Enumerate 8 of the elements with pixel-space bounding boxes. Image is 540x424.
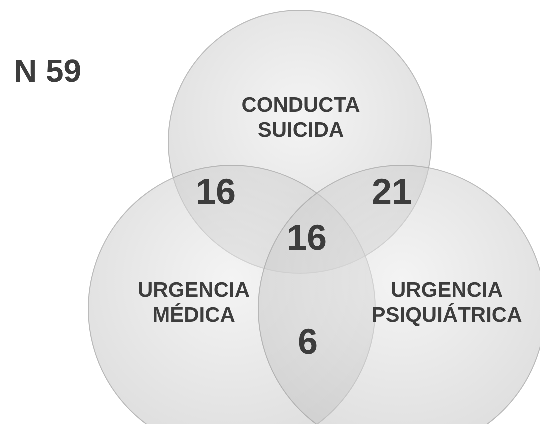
set-label: CONDUCTA SUICIDA	[240, 93, 362, 143]
count-label: 6	[298, 322, 318, 362]
set-label: URGENCIA PSIQUIÁTRICA	[370, 278, 524, 328]
set-label: URGENCIA MÉDICA	[136, 278, 251, 328]
chart-title: N 59	[14, 52, 82, 90]
count-label: 16	[287, 218, 328, 258]
count-label: 21	[372, 172, 412, 212]
count-label: 16	[196, 172, 236, 212]
